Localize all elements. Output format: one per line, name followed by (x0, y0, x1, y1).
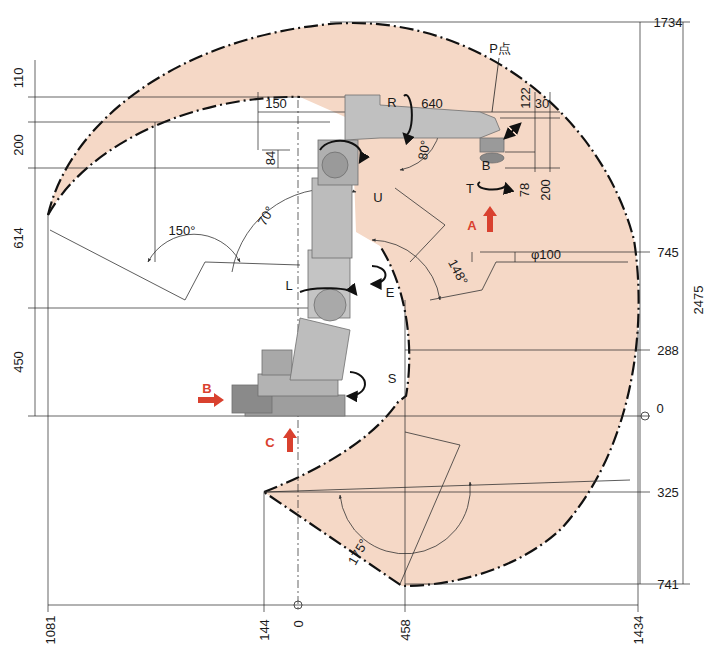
axis-letter: U (373, 191, 382, 204)
point-label: P点 (489, 42, 511, 55)
axis-letter: R (387, 96, 396, 109)
dimension-label: 640 (421, 97, 443, 110)
dimension-label: 30 (535, 97, 549, 110)
view-arrows (198, 206, 497, 452)
dimension-label: 144 (258, 619, 271, 641)
dimension-label: φ100 (531, 248, 561, 261)
dimension-label: 1734 (654, 16, 683, 29)
origin-mark (641, 412, 649, 420)
dimension-label: 84 (264, 151, 277, 165)
view-letter: B (202, 382, 211, 395)
dimension-label: 200 (539, 179, 552, 201)
dimension-label: 458 (399, 619, 412, 641)
dimension-label: 78 (518, 183, 531, 197)
dimension-label: 0 (656, 402, 663, 415)
dimension-label: 200 (12, 134, 25, 156)
dimension-lines (28, 22, 690, 612)
envelope-boundary (48, 23, 639, 586)
rotation-arrows (300, 95, 520, 396)
dimension-label: 325 (657, 486, 679, 499)
envelope-boundary (48, 97, 300, 215)
dimension-label: 150 (265, 97, 287, 110)
view-letter: A (467, 219, 476, 232)
dimension-label: 745 (657, 246, 679, 259)
angle-label: 150° (169, 224, 196, 237)
axis-letter: E (386, 286, 395, 299)
leader-line (492, 58, 499, 112)
origin-mark (294, 601, 302, 609)
view-letter: C (265, 436, 274, 449)
axis-letter: B (482, 159, 491, 172)
dimension-label: 122 (519, 87, 532, 109)
working-envelope (48, 23, 639, 586)
robot-figure (232, 95, 504, 416)
angle-label: 80° (416, 139, 432, 161)
dimension-label: 1434 (632, 616, 645, 645)
axis-letter: T (466, 182, 474, 195)
axis-letter: L (285, 279, 292, 292)
dimension-label: 2475 (692, 286, 705, 315)
dimension-label: 0 (292, 620, 305, 627)
angle-label: 70° (255, 204, 276, 228)
dimension-label: 1081 (44, 616, 57, 645)
angle-lines (50, 112, 630, 584)
dimension-label: 614 (12, 227, 25, 249)
dimension-label: 450 (12, 351, 25, 373)
dimension-label: 110 (12, 68, 25, 89)
dimension-label: 288 (657, 344, 679, 357)
axis-letter: S (388, 372, 397, 385)
dimension-label: 741 (657, 578, 679, 591)
